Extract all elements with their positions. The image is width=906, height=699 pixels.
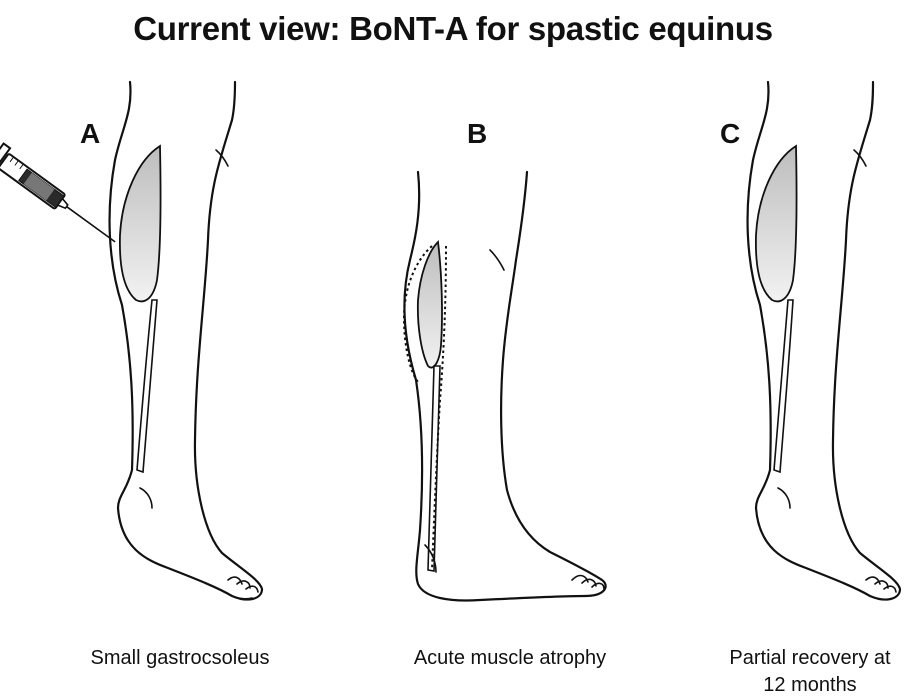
leg-b xyxy=(404,172,606,600)
caption-c: Partial recovery at 12 months xyxy=(722,645,898,699)
syringe-icon xyxy=(0,127,123,253)
panel-label-a: A xyxy=(80,118,100,150)
caption-b: Acute muscle atrophy xyxy=(385,645,635,672)
leg-c xyxy=(748,82,900,600)
leg-a xyxy=(110,82,262,600)
panel-label-b: B xyxy=(467,118,487,150)
panel-label-c: C xyxy=(720,118,740,150)
caption-a: Small gastrocsoleus xyxy=(60,645,300,672)
